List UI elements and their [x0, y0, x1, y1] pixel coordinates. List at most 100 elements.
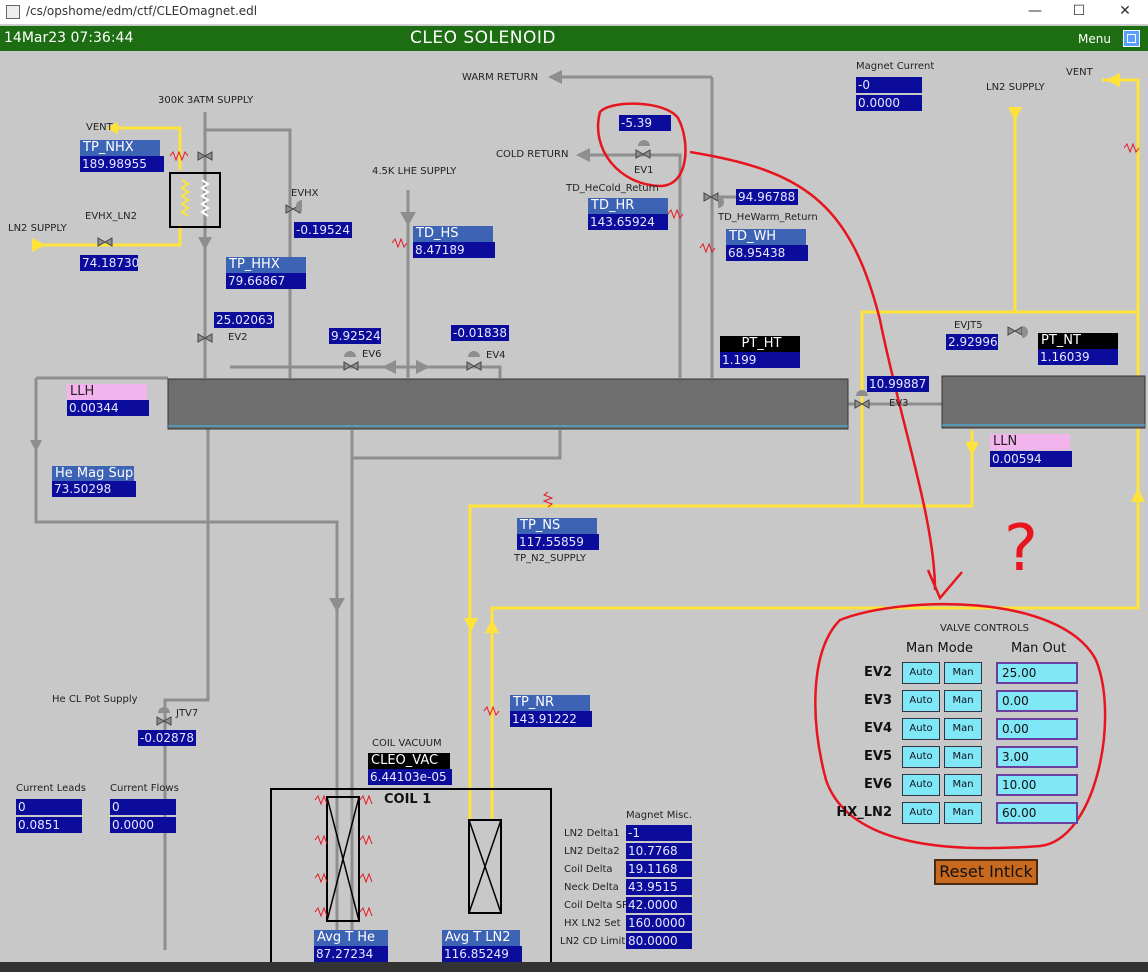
close-icon[interactable]: ✕ [1119, 3, 1131, 19]
ev6-readout: 9.92524 [329, 328, 381, 344]
cleo-vac-readout: 6.44103e-05 [368, 769, 452, 785]
ev1-readout: -5.39 [619, 115, 671, 131]
valve-label-ev6: EV6 [362, 349, 382, 360]
misc-label: LN2 Delta1 [564, 828, 620, 839]
tp-nhx-tag: TP_NHX [80, 140, 160, 156]
minimize-icon[interactable]: — [1028, 3, 1042, 19]
man-button-ev4[interactable]: Man [944, 718, 982, 740]
label-lhe-supply: 4.5K LHE SUPPLY [372, 166, 457, 177]
label-magnet-misc: Magnet Misc. [626, 810, 692, 821]
man-out-input-ev3[interactable]: 0.00 [996, 690, 1078, 712]
misc-value: 19.1168 [626, 861, 692, 877]
window-titlebar: /cs/opshome/edm/ctf/CLEOmagnet.edl — ☐ ✕ [0, 0, 1148, 25]
current-flows-readout-1: 0 [110, 799, 176, 815]
label-cold-return: COLD RETURN [496, 149, 569, 160]
cleo-vac-tag: CLEO_VAC [368, 753, 450, 769]
auto-button-ev5[interactable]: Auto [902, 746, 940, 768]
menu-button-icon[interactable] [1123, 30, 1140, 47]
valve-label-evhx: EVHX [291, 188, 319, 199]
misc-value: 43.9515 [626, 879, 692, 895]
man-out-input-ev2[interactable]: 25.00 [996, 662, 1078, 684]
valve-control-label: EV3 [864, 693, 892, 708]
misc-value: 80.0000 [626, 933, 692, 949]
td-hr-readout: 143.65924 [588, 214, 668, 230]
auto-button-ev4[interactable]: Auto [902, 718, 940, 740]
lln-tag: LLN [990, 434, 1070, 450]
magnet-current-readout-1: -0 [856, 77, 922, 93]
evhx-ln2-readout: 74.18730 [80, 255, 138, 271]
man-button-ev3[interactable]: Man [944, 690, 982, 712]
label-ln2-supply-right: LN2 SUPPLY [986, 82, 1045, 93]
td-wh-readout: 68.95438 [726, 245, 808, 261]
he-mag-sup-tag: He Mag Sup [52, 466, 134, 482]
td-hs-tag: TD_HS [413, 226, 493, 242]
warm-return-valve-readout: 94.96788 [736, 189, 798, 205]
valve-label-ev1: EV1 [634, 165, 654, 176]
auto-button-ev3[interactable]: Auto [902, 690, 940, 712]
auto-button-ev6[interactable]: Auto [902, 774, 940, 796]
valve-control-label: EV4 [864, 721, 892, 736]
avg-t-ln2-readout: 116.85249 [442, 946, 522, 962]
man-out-input-ev4[interactable]: 0.00 [996, 718, 1078, 740]
reset-interlock-button[interactable]: Reset Intlck [934, 859, 1038, 885]
tp-nhx-readout: 189.98955 [80, 156, 164, 172]
misc-label: Coil Delta SP [564, 900, 629, 911]
lln-readout: 0.00594 [990, 451, 1072, 467]
annotation-question-mark: ? [1004, 512, 1038, 586]
valve-control-label: HX_LN2 [836, 805, 892, 820]
label-ln2-supply-left: LN2 SUPPLY [8, 223, 67, 234]
label-td-hecold-return: TD_HeCold_Return [566, 183, 659, 194]
label-coil-vacuum: COIL VACUUM [372, 738, 442, 749]
label-vent-left: VENT [86, 122, 113, 133]
pt-nt-tag: PT_NT [1038, 333, 1118, 349]
pt-ht-tag: PT_HT [720, 336, 800, 352]
man-button-hx-ln2[interactable]: Man [944, 802, 982, 824]
label-current-leads: Current Leads [16, 783, 86, 794]
man-out-input-ev6[interactable]: 10.00 [996, 774, 1078, 796]
page-title: CLEO SOLENOID [410, 28, 556, 48]
llh-readout: 0.00344 [67, 400, 149, 416]
man-button-ev5[interactable]: Man [944, 746, 982, 768]
misc-label: Coil Delta [564, 864, 613, 875]
tp-ns-tag: TP_NS [517, 518, 597, 534]
tp-ns-readout: 117.55859 [517, 534, 599, 550]
label-current-flows: Current Flows [110, 783, 179, 794]
misc-label: LN2 Delta2 [564, 846, 620, 857]
td-wh-tag: TD_WH [726, 229, 806, 245]
misc-value: 160.0000 [626, 915, 692, 931]
timestamp: 14Mar23 07:36:44 [4, 30, 134, 46]
man-out-input-hx-ln2[interactable]: 60.00 [996, 802, 1078, 824]
ev3-readout: 10.99887 [867, 376, 929, 392]
bottom-strip [0, 962, 1148, 972]
valve-label-ev3: EV3 [889, 398, 909, 409]
misc-label: LN2 CD Limit [560, 936, 626, 947]
label-vent-right: VENT [1066, 67, 1093, 78]
evhx-readout: -0.19524 [294, 222, 352, 238]
auto-button-hx-ln2[interactable]: Auto [902, 802, 940, 824]
misc-label: Neck Delta [564, 882, 619, 893]
current-leads-readout-1: 0 [16, 799, 82, 815]
misc-value: -1 [626, 825, 692, 841]
label-300k-supply: 300K 3ATM SUPPLY [158, 95, 254, 106]
valve-label-evhx-ln2: EVHX_LN2 [85, 211, 137, 222]
td-hs-readout: 8.47189 [413, 242, 495, 258]
menu-label[interactable]: Menu [1078, 32, 1111, 46]
he-mag-sup-readout: 73.50298 [52, 481, 136, 497]
valve-label-ev4: EV4 [486, 350, 506, 361]
man-button-ev2[interactable]: Man [944, 662, 982, 684]
avg-t-ln2-tag: Avg T LN2 [442, 930, 520, 946]
label-warm-return: WARM RETURN [462, 72, 539, 83]
man-mode-header: Man Mode [906, 641, 973, 656]
man-button-ev6[interactable]: Man [944, 774, 982, 796]
tp-hhx-readout: 79.66867 [226, 273, 306, 289]
auto-button-ev2[interactable]: Auto [902, 662, 940, 684]
valve-label-ev2: EV2 [228, 332, 248, 343]
current-flows-readout-2: 0.0000 [110, 817, 176, 833]
avg-t-he-tag: Avg T He [314, 930, 388, 946]
valve-label-evjt5: EVJT5 [954, 320, 983, 331]
valve-label-jtv7: JTV7 [176, 708, 199, 719]
man-out-input-ev5[interactable]: 3.00 [996, 746, 1078, 768]
pt-nt-readout: 1.16039 [1038, 349, 1118, 365]
maximize-icon[interactable]: ☐ [1072, 3, 1086, 19]
